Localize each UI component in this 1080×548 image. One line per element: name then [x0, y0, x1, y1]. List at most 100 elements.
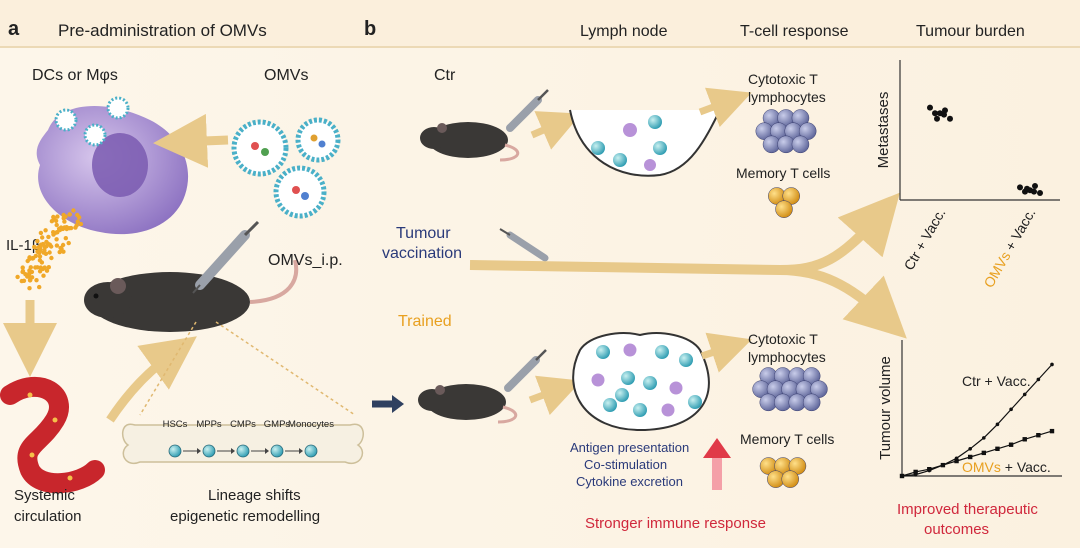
tumour-volume-point [954, 458, 959, 464]
ctl-label-ctr-2: lymphocytes [748, 89, 826, 105]
il1b-particle [36, 245, 42, 250]
il1b-particle [20, 265, 25, 270]
lymph-node-cell [633, 403, 647, 417]
il1b-particle [78, 221, 84, 227]
cytotoxic-cell [802, 393, 821, 412]
il1b-particle [23, 272, 28, 277]
vaccination-fork-arrow [469, 192, 907, 339]
circulation-to-mouse-arrow [106, 336, 197, 423]
systemic-label-2: circulation [14, 508, 82, 525]
lymph-to-tcell-arrow-ctr [698, 87, 752, 128]
antigen-line-3: Cytokine excretion [576, 474, 683, 489]
il1b-particle [34, 278, 39, 283]
cytotoxic-cell [791, 135, 810, 154]
bone-callout-left [139, 321, 197, 416]
cytotoxic-cells-ctr [755, 109, 817, 154]
tumour-volume-ylabel: Tumour volume [877, 356, 894, 460]
tumour-volume-point [940, 462, 946, 468]
tumour-volume-point [1036, 377, 1041, 382]
lymph-to-tcell-arrow-trained [700, 332, 752, 373]
tumour-volume-line [901, 364, 1053, 477]
il1b-particles [15, 208, 84, 291]
panel-b-letter: b [364, 18, 376, 40]
tumour-volume-point [1009, 407, 1013, 412]
memory-cell [781, 470, 799, 488]
col-header-tcell: T-cell response [740, 23, 849, 40]
il1b-particle [33, 253, 38, 259]
metastases-point [1031, 188, 1037, 195]
il1b-particle [44, 239, 49, 245]
il1b-particle [62, 219, 67, 224]
col-header-lymph: Lymph node [580, 23, 668, 40]
il1b-particle [51, 230, 56, 235]
lineage-cell [270, 444, 284, 458]
lineage-cell [202, 444, 216, 458]
il1b-particle [38, 265, 43, 270]
il1b-particle [68, 225, 74, 231]
bone-icon [121, 423, 364, 465]
omvs-ip-label: OMVs_i.p. [268, 252, 343, 269]
ctl-label-ctr-1: Cytotoxic T [748, 71, 818, 87]
ctl-label-trained-1: Cytotoxic T [748, 331, 818, 347]
il1b-particle [27, 268, 32, 273]
il1b-particle [32, 245, 38, 250]
il1b-particle [27, 278, 33, 283]
metastases-point [1024, 185, 1030, 192]
macrophage-icon [36, 96, 189, 235]
lymph-node-cell [591, 373, 605, 387]
il1b-particle [35, 238, 40, 244]
lineage-cell [304, 444, 318, 458]
lymph-node-cell [679, 353, 693, 367]
il1b-particle [41, 250, 46, 255]
il1b-particle [15, 274, 20, 280]
col-header-tumour: Tumour burden [916, 23, 1025, 40]
ctl-label-trained-2: lymphocytes [748, 349, 826, 365]
il1b-particle [61, 216, 66, 221]
mouse-icon-a [84, 259, 299, 332]
il1b-particle [66, 240, 71, 246]
blood-vessel-icon [0, 376, 105, 494]
il1b-particle [37, 269, 43, 274]
series-label-omvs: OMVs + Vacc. [962, 459, 1051, 475]
lymph-node-cell [603, 398, 617, 412]
il1b-particle [57, 227, 63, 233]
il1b-particle [64, 226, 69, 232]
tumour-volume-point [967, 454, 973, 460]
trained-label: Trained [398, 313, 452, 330]
metastases-point [934, 115, 940, 122]
antigen-line-2: Co-stimulation [584, 457, 667, 472]
il1b-particle [75, 219, 81, 224]
up-arrow-icon [703, 438, 731, 490]
memory-cells-ctr [768, 187, 800, 218]
tumour-volume-point [982, 436, 986, 440]
il1b-particle [30, 256, 35, 261]
ctr-label: Ctr [434, 67, 456, 84]
il1b-particle [49, 255, 54, 261]
il1b-particle [39, 260, 45, 265]
tumour-volume-point [995, 446, 1000, 451]
il1b-particle [35, 265, 40, 270]
il1b-particle [51, 214, 56, 220]
lymph-node-cell [661, 403, 675, 417]
bone-callout-right [215, 321, 356, 416]
metastases-point [941, 111, 947, 118]
lineage-cell-label: CMPs [230, 419, 256, 430]
memory-label-trained: Memory T cells [740, 431, 834, 447]
syringe-icon-vacc [499, 228, 549, 262]
il1b-particle [44, 244, 49, 249]
il1b-particle [75, 212, 80, 218]
lymph-node-trained [572, 332, 710, 432]
systemic-label-1: Systemic [14, 487, 75, 504]
il1b-particle [19, 278, 24, 284]
lineage-cell-label: HSCs [163, 419, 188, 430]
memory-cell [775, 200, 793, 218]
tumour-volume-point [981, 450, 987, 456]
panel-transition-arrowhead [392, 395, 404, 413]
tumour-volume-point [1050, 362, 1054, 367]
il1b-particle [37, 254, 43, 259]
lineage-cell-label: GMPs [264, 419, 291, 430]
il1b-particle [57, 249, 62, 255]
il1b-particle [27, 286, 32, 291]
